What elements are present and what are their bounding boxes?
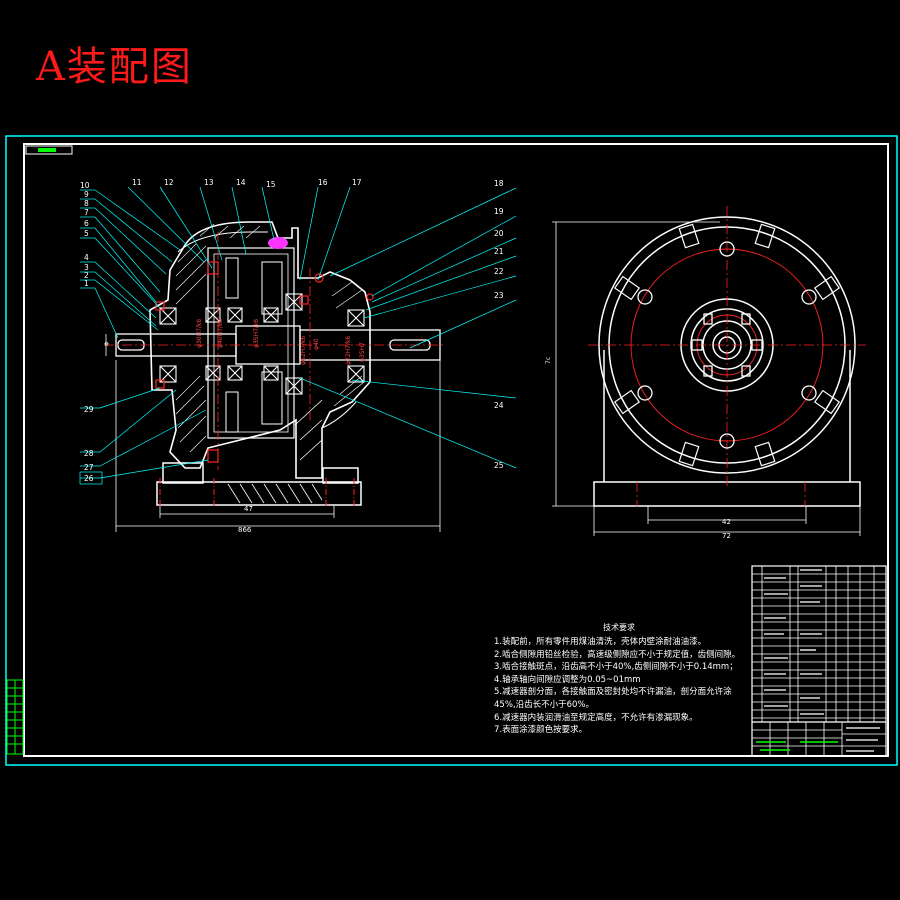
corner-label-box: [25, 145, 73, 155]
part-number: 9: [84, 190, 89, 199]
part-number: 1: [84, 279, 89, 288]
part-number: 23: [494, 291, 504, 300]
outer-frame: [5, 135, 898, 766]
technical-note: 4.轴承轴向间隙应调整为0.05~01mm: [494, 674, 641, 685]
part-number: 14: [236, 178, 246, 187]
dim-side-total: 72: [722, 532, 731, 540]
technical-note: 7.表面涂漆颜色按要求。: [494, 725, 588, 736]
part-number: 4: [84, 253, 89, 262]
part-numbers: 10 9 8 7 6 5 4 3 2 1 11 12 13 14 15 16 1…: [80, 178, 504, 483]
part-number: 3: [84, 263, 89, 272]
part-number: 6: [84, 219, 89, 228]
part-number: 15: [266, 180, 276, 189]
technical-notes-title: 技术要求: [603, 623, 635, 632]
svg-text:φ62H7/k6: φ62H7/k6: [300, 336, 307, 365]
housing-outline: [149, 221, 371, 479]
part-number: 25: [494, 461, 504, 470]
part-number: 28: [84, 449, 94, 458]
part-number: 7: [84, 208, 89, 217]
part-number: 10: [80, 181, 90, 190]
part-number: 19: [494, 207, 504, 216]
technical-note: 1.装配前，所有零件用煤油清洗，壳体内壁涂耐油油漆。: [494, 637, 707, 647]
base-plate: [156, 481, 362, 506]
parts-list-entries: [764, 569, 880, 752]
part-number: 29: [84, 405, 94, 414]
base-foot-right: [322, 467, 359, 484]
technical-note: 6.减速器内装润滑油至规定高度，不允许有渗漏现象。: [494, 712, 698, 723]
svg-text:φ72H7/k6: φ72H7/k6: [345, 336, 352, 365]
drawing-title: A装配图: [36, 44, 193, 90]
svg-text:φ35H7: φ35H7: [359, 342, 366, 362]
part-number: 5: [84, 229, 89, 238]
part-number: 24: [494, 401, 504, 410]
svg-text:φ35H7/k6: φ35H7/k6: [253, 319, 260, 348]
part-number: 20: [494, 229, 504, 238]
front-section-view: φ30H7/k6 φ40H7/k6 φ35H7/k6 φ62H7/k6 φ40 …: [104, 221, 446, 534]
title-block-accents: [756, 741, 838, 751]
svg-text:φ40: φ40: [313, 338, 320, 350]
dim-front-total: 866: [238, 526, 252, 534]
technical-note: 5.减速器剖分面，各接触面及密封处均不许漏油，剖分面允许涂: [494, 687, 732, 698]
technical-note: 45%,沿齿长不小于60%。: [494, 699, 594, 710]
part-number: 21: [494, 247, 504, 256]
dim-side-inner: 42: [722, 518, 731, 526]
technical-note: 2.啮合侧隙用铅丝检验，高速级侧隙应不小于规定值，齿侧间隙。: [494, 649, 741, 660]
dim-front-base: 47: [244, 505, 253, 513]
part-number: 16: [318, 178, 328, 187]
svg-text:φ30H7/k6: φ30H7/k6: [196, 319, 203, 348]
svg-text:ф: ф: [104, 342, 110, 346]
binding-strip: [6, 679, 24, 755]
parts-list-table: [751, 565, 887, 757]
part-number: 17: [352, 178, 362, 187]
side-view: 42 72 7c: [545, 206, 866, 540]
part-number: 22: [494, 267, 504, 276]
technical-notes: 技术要求 1.装配前，所有零件用煤油清洗，壳体内壁涂耐油油漆。 2.啮合侧隙用铅…: [494, 622, 744, 737]
inner-frame: [23, 143, 889, 757]
part-number: 2: [84, 271, 89, 280]
dim-side-height: 7c: [545, 357, 552, 364]
part-number: 26: [84, 474, 94, 483]
corner-label-mark: [38, 148, 56, 152]
technical-note: 3.啮合接触斑点，沿齿高不小于40%,齿侧间隙不小于0.14mm；: [494, 662, 738, 673]
part-number: 18: [494, 179, 504, 188]
base-foot-left: [162, 462, 204, 484]
part-number: 27: [84, 463, 94, 472]
part-number: 13: [204, 178, 214, 187]
part-number: 12: [164, 178, 174, 187]
leader-lines: [79, 186, 517, 485]
part-number: 8: [84, 199, 89, 208]
svg-text:φ40H7/k6: φ40H7/k6: [217, 319, 224, 348]
part-number: 11: [132, 178, 142, 187]
oil-plug-highlight: [268, 237, 288, 249]
